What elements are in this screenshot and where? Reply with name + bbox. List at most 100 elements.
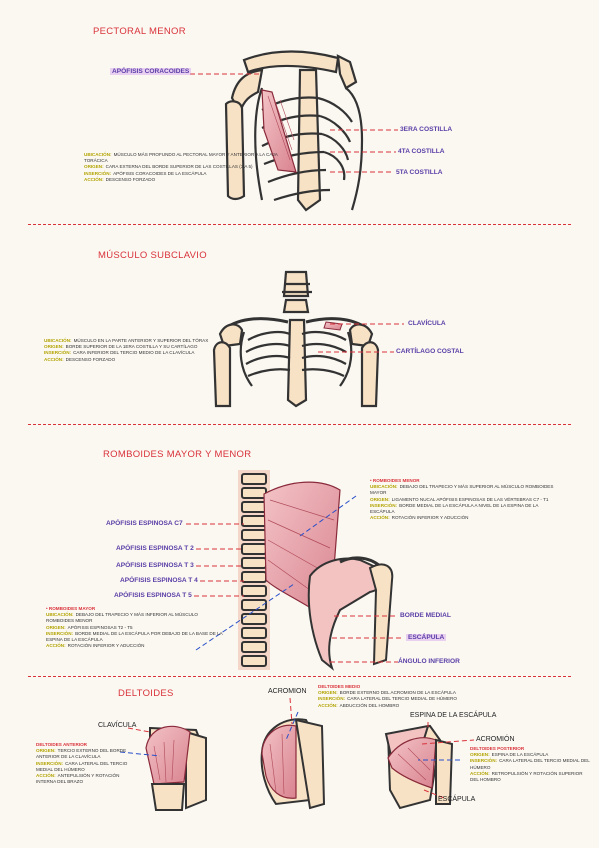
info-row: INSERCIÓN:CARA LATERAL DEL TERCIO MEDIAL… <box>36 761 136 773</box>
info-value: BORDE MEDIAL DE LA ESCÁPULA A NIVEL DE L… <box>370 502 539 515</box>
info-value: MÚSCULO MÁS PROFUNDO AL PECTORAL MAYOR Y… <box>84 152 278 164</box>
info-key: ACCIÓN: <box>470 770 490 776</box>
section-divider <box>28 224 571 225</box>
info-value: CARA INFERIOR DEL TERCIO MEDIO DE LA CLA… <box>73 350 195 356</box>
deltoides-medio-heading: DELTOIDES MEDIO <box>318 684 361 689</box>
info-key: INSERCIÓN: <box>370 502 398 508</box>
deltoides-posterior-info: DELTOIDES POSTERIOR ORIGEN:ESPINA DE LA … <box>470 746 592 783</box>
label-espina-escapula: ESPINA DE LA ESCÁPULA <box>410 712 497 719</box>
label-5ta-costilla: 5TA COSTILLA <box>396 169 443 176</box>
info-key: ORIGEN: <box>470 752 490 758</box>
label-escapula: ESCÁPULA <box>406 634 447 641</box>
subclavio-illustration <box>212 270 380 408</box>
romboides-mayor-heading: • ROMBOIDES MAYOR <box>46 606 96 611</box>
info-row: ACCIÓN:DESCENSO FORZADO <box>44 357 219 363</box>
romboides-illustration <box>238 470 394 671</box>
info-value: DESCENSO FORZADO <box>105 176 156 182</box>
info-value: CARA LATERAL DEL TERCIO MEDIAL DEL HÚMER… <box>470 758 590 770</box>
info-value: APÓFISIS ESPINOSAS T2 - T5 <box>67 624 133 630</box>
label-acromion: ACROMION <box>268 688 307 695</box>
label-apofisis-espinosa-t5: APÓFISIS ESPINOSA T 5 <box>114 592 192 599</box>
info-value: CARA LATERAL DEL TERCIO MEDIAL DEL HÚMER… <box>36 760 128 772</box>
leader-lines <box>119 73 475 799</box>
label-3era-costilla: 3ERA COSTILLA <box>400 126 453 133</box>
label-apofisis-espinosa-t4: APÓFISIS ESPINOSA T 4 <box>120 577 198 584</box>
info-value: CARA EXTERNA DEL BORDE SUPERIOR DE LAS C… <box>105 164 253 170</box>
info-key: INSERCIÓN: <box>470 758 498 764</box>
info-row: ORIGEN:BORDE SUPERIOR DE LA 1ERA COSTILL… <box>44 344 219 350</box>
info-key: UBICACIÓN: <box>84 152 112 157</box>
info-key: UBICACIÓN: <box>46 612 74 618</box>
info-value: CARA LATERAL DEL TERCIO MEDIAL DE HÚMERO <box>347 696 457 702</box>
info-row: ORIGEN:CARA EXTERNA DEL BORDE SUPERIOR D… <box>84 164 284 170</box>
info-key: ACCIÓN: <box>36 773 56 779</box>
info-row: INSERCIÓN:BORDE MEDIAL DE LA ESCÁPULA PO… <box>46 631 226 643</box>
info-value: ROTACIÓN INFERIOR Y ADUCCIÓN <box>67 643 145 649</box>
info-row: UBICACIÓN:MÚSCULO EN LA PARTE ANTERIOR Y… <box>44 338 219 344</box>
info-row: ACCIÓN:ANTEPULSIÓN Y ROTACIÓN INTERNA DE… <box>36 773 136 785</box>
romboides-menor-info: • ROMBOIDES MENOR UBICACIÓN:DEBAJO DEL T… <box>370 478 560 521</box>
info-value: DEBAJO DEL TRAPECIO Y MÁS SUPERIOR AL MÚ… <box>370 484 554 496</box>
label-apofisis-coracoides: APÓFISIS CORACOIDES <box>110 68 192 75</box>
label-cartilago-costal: CARTÍLAGO COSTAL <box>396 348 464 355</box>
info-row: INSERCIÓN:CARA LATERAL DEL TERCIO MEDIAL… <box>470 758 592 770</box>
info-key: ORIGEN: <box>36 748 56 754</box>
info-row: ACCIÓN:DESCENSO FORZADO <box>84 177 284 183</box>
label-apofisis-espinosa-t2: APÓFISIS ESPINOSA T 2 <box>116 545 194 552</box>
info-key: ACCIÓN: <box>46 643 66 649</box>
section-divider <box>28 424 571 425</box>
info-row: UBICACIÓN:DEBAJO DEL TRAPECIO Y MÁS SUPE… <box>370 484 560 496</box>
info-key: INSERCIÓN: <box>318 696 346 702</box>
label-clavicula-deltoides: CLAVÍCULA <box>98 722 137 729</box>
pectoral-menor-illustration <box>224 50 364 212</box>
deltoides-anterior-info: DELTOIDES ANTERIOR ORIGEN:TERCIO EXTERNO… <box>36 742 136 785</box>
info-row: ORIGEN:LIGAMENTO NUCAL APÓFISIS ESPINOSA… <box>370 497 560 503</box>
info-value: ROTACIÓN INFERIOR Y ADUCCIÓN <box>391 515 469 521</box>
info-key: ORIGEN: <box>46 624 66 630</box>
info-value: ESPINA DE LA ESCÁPULA <box>491 752 549 758</box>
info-value: RETROPULSIÓN Y ROTACIÓN SUPERIOR DEL HOM… <box>470 770 583 783</box>
info-row: INSERCIÓN:CARA LATERAL DEL TERCIO MEDIAL… <box>318 696 468 702</box>
info-value: DEBAJO DEL TRAPECIO Y MÁS INFERIOR AL MÚ… <box>46 612 199 624</box>
info-key: ACCIÓN: <box>44 356 64 362</box>
info-key: ACCIÓN: <box>84 176 104 182</box>
info-row: INSERCIÓN:APÓFISIS CORACOIDES DE LA ESCÁ… <box>84 171 284 177</box>
info-key: INSERCIÓN: <box>36 760 64 766</box>
info-key: INSERCIÓN: <box>44 350 72 356</box>
label-apofisis-espinosa-c7: APÓFISIS ESPINOSA C7 <box>106 520 183 527</box>
pectoral-menor-info: UBICACIÓN:MÚSCULO MÁS PROFUNDO AL PECTOR… <box>84 152 284 183</box>
info-row: ORIGEN:ESPINA DE LA ESCÁPULA <box>470 752 592 758</box>
label-clavicula: CLAVÍCULA <box>408 320 446 327</box>
subclavio-info: UBICACIÓN:MÚSCULO EN LA PARTE ANTERIOR Y… <box>44 338 219 363</box>
label-borde-medial: BORDE MEDIAL <box>400 612 451 619</box>
label-angulo-inferior: ÁNGULO INFERIOR <box>398 658 460 665</box>
romboides-menor-heading: • ROMBOIDES MENOR <box>370 478 420 483</box>
info-row: UBICACIÓN:MÚSCULO MÁS PROFUNDO AL PECTOR… <box>84 152 284 164</box>
deltoides-anterior-illustration <box>145 725 207 811</box>
info-key: ACCIÓN: <box>318 702 338 708</box>
info-key: ORIGEN: <box>370 496 390 502</box>
info-row: ACCIÓN:ROTACIÓN INFERIOR Y ADUCCIÓN <box>370 515 560 521</box>
label-escapula-deltoides: ESCÁPULA <box>438 796 476 803</box>
deltoides-title: DELTOIDES <box>118 688 174 699</box>
info-row: ORIGEN:TERCIO EXTERNO DEL BORDE ANTERIOR… <box>36 748 136 760</box>
info-value: BORDE EXTERNO DEL ACROMION DE LA ESCÁPUL… <box>339 690 456 696</box>
info-key: ORIGEN: <box>44 344 64 350</box>
info-value: ABDUCCIÓN DEL HOMBRO <box>339 702 400 708</box>
info-value: TERCIO EXTERNO DEL BORDE ANTERIOR DE LA … <box>36 748 127 760</box>
info-key: INSERCIÓN: <box>84 170 112 176</box>
deltoides-posterior-heading: DELTOIDES POSTERIOR <box>470 746 525 751</box>
info-value: ANTEPULSIÓN Y ROTACIÓN INTERNA DEL BRAZO <box>36 773 120 785</box>
info-value: BORDE MEDIAL DE LA ESCÁPULA POR DEBAJO D… <box>46 630 223 643</box>
label-apofisis-espinosa-t3: APÓFISIS ESPINOSA T 3 <box>116 562 194 569</box>
label-4ta-costilla: 4TA COSTILLA <box>398 148 445 155</box>
deltoides-medio-illustration <box>260 718 326 810</box>
info-row: UBICACIÓN:DEBAJO DEL TRAPECIO Y MÁS INFE… <box>46 612 226 624</box>
romboides-title: ROMBOIDES MAYOR Y MENOR <box>103 449 252 460</box>
info-value: MÚSCULO EN LA PARTE ANTERIOR Y SUPERIOR … <box>73 338 209 343</box>
info-row: ACCIÓN:ABDUCCIÓN DEL HOMBRO <box>318 703 468 709</box>
label-acromion-posterior: ACROMIÓN <box>476 736 515 743</box>
info-value: BORDE SUPERIOR DE LA 1ERA COSTILLA Y SU … <box>65 344 198 350</box>
deltoides-posterior-illustration <box>384 724 454 810</box>
info-value: LIGAMENTO NUCAL APÓFISIS ESPINOSAS DE LA… <box>391 496 549 502</box>
